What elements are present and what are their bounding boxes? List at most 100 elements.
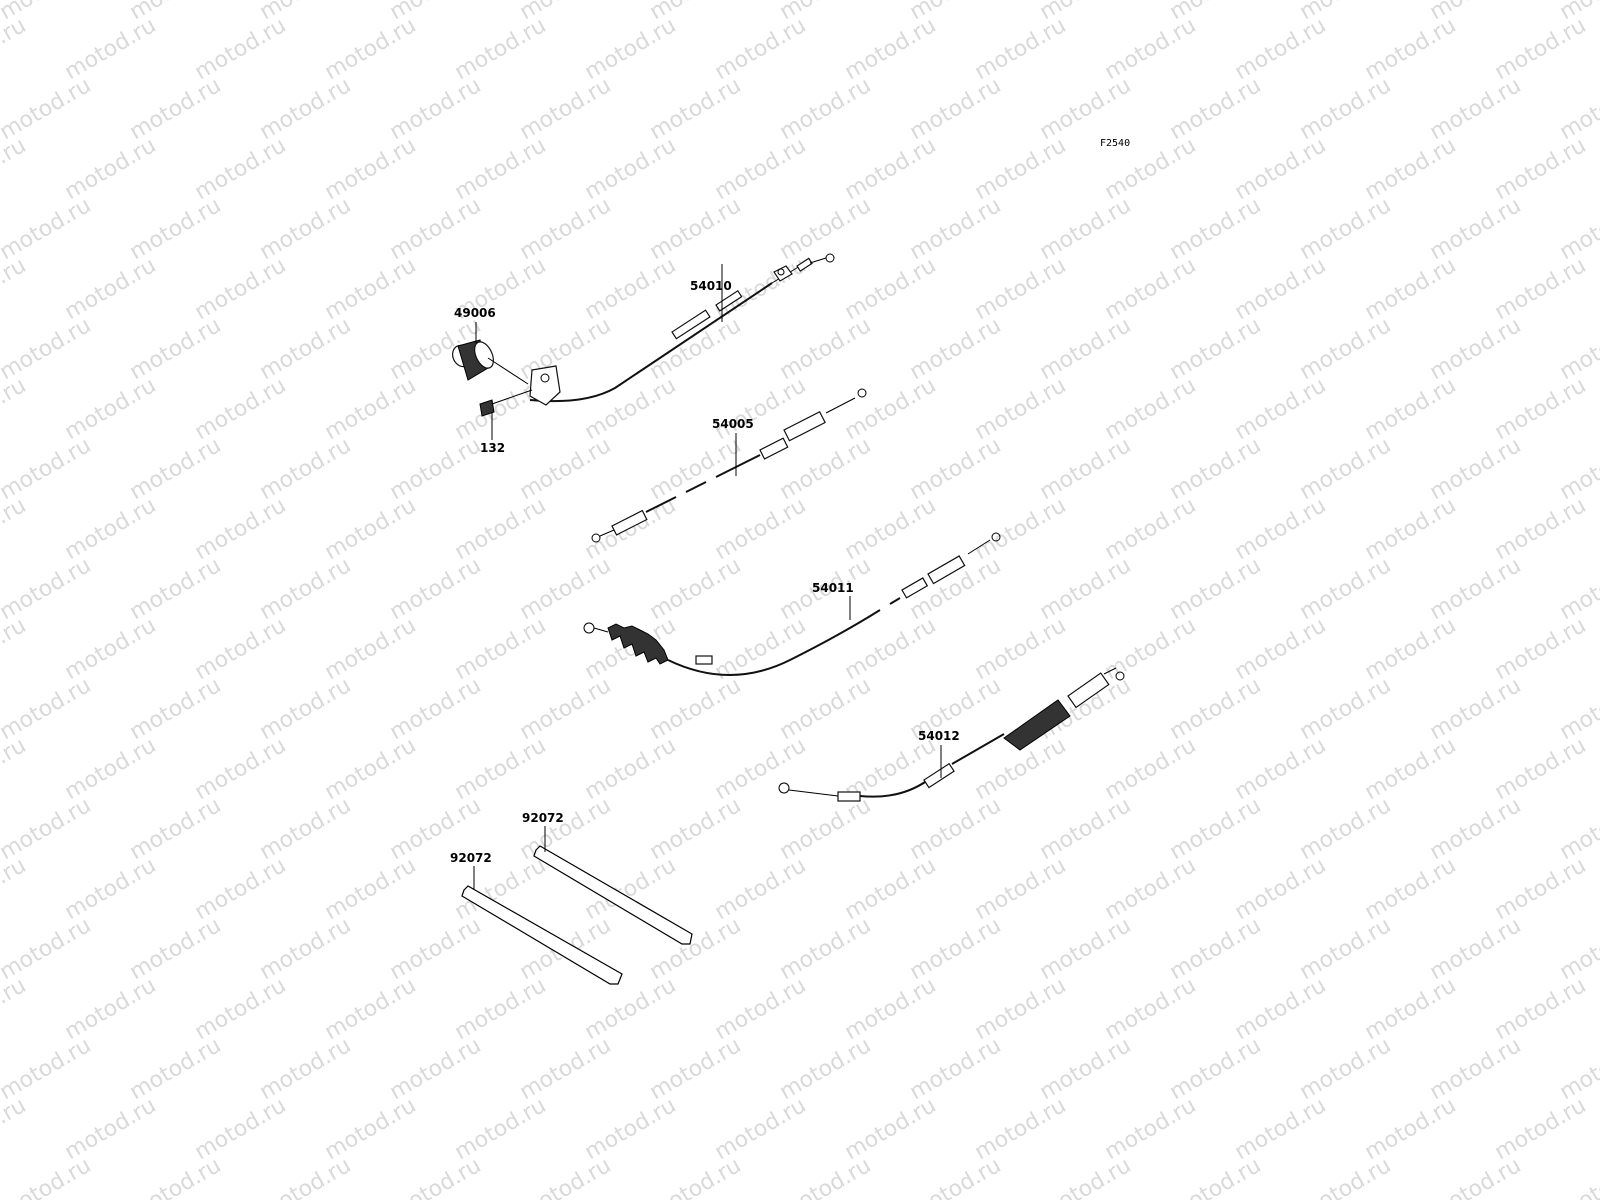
callout-54012: 54012 — [918, 729, 960, 743]
watermark-text: motod.ru — [1231, 13, 1331, 85]
watermark-text: motod.ru — [321, 733, 421, 805]
watermark-text: motod.ru — [1036, 193, 1136, 265]
watermark-text: motod.ru — [256, 1033, 356, 1105]
bolt-132 — [479, 389, 533, 417]
watermark-text: motod.ru — [1231, 253, 1331, 325]
watermark-text: motod.ru — [971, 253, 1071, 325]
watermark-text: motod.ru — [646, 73, 746, 145]
watermark-text: motod.ru — [1426, 673, 1526, 745]
watermark-text: motod.ru — [1231, 853, 1331, 925]
watermark-text: motod.ru — [841, 1093, 941, 1165]
watermark-text: motod.ru — [711, 13, 811, 85]
watermark-text: motod.ru — [256, 313, 356, 385]
watermark-text: motod.ru — [776, 1033, 876, 1105]
watermark-text: motod.ru — [126, 73, 226, 145]
watermark-text: motod.ru — [126, 193, 226, 265]
watermark-text: motod.ru — [516, 313, 616, 385]
watermark-text: motod.ru — [1166, 553, 1266, 625]
watermark-text: motod.ru — [191, 253, 291, 325]
watermark-text: motod.ru — [906, 73, 1006, 145]
watermark-text: motod.ru — [971, 13, 1071, 85]
watermark-text: motod.ru — [516, 193, 616, 265]
watermark-text: motod.ru — [191, 973, 291, 1045]
watermark-text: motod.ru — [61, 1093, 161, 1165]
watermark-text: motod.ru — [61, 253, 161, 325]
watermark-text: motod.ru — [0, 1093, 30, 1165]
callout-132: 132 — [480, 441, 505, 455]
watermark-text: motod.ru — [126, 673, 226, 745]
watermark-text: motod.ru — [581, 133, 681, 205]
watermark-text: motod.ru — [1231, 613, 1331, 685]
watermark-text: motod.ru — [1036, 793, 1136, 865]
callout-54011: 54011 — [812, 581, 854, 595]
watermark-text: motod.ru — [711, 133, 811, 205]
watermark-text: motod.ru — [971, 1093, 1071, 1165]
watermark-text: motod.ru — [906, 913, 1006, 985]
cable-54011 — [583, 532, 1001, 676]
watermark-text: motod.ru — [776, 193, 876, 265]
watermark-text: motod.ru — [516, 673, 616, 745]
watermark-text: motod.ru — [451, 493, 551, 565]
watermark-text: motod.ru — [1296, 793, 1396, 865]
watermark-text: motod.ru — [191, 493, 291, 565]
watermark-text: motod.ru — [1166, 913, 1266, 985]
watermark-text: motod.ru — [0, 733, 30, 805]
watermark-text: motod.ru — [191, 133, 291, 205]
callout-54005: 54005 — [712, 417, 754, 431]
watermark-text: motod.ru — [1036, 73, 1136, 145]
watermark-text: motod.ru — [1036, 433, 1136, 505]
watermark-text: motod.ru — [321, 253, 421, 325]
watermark-text: motod.ru — [386, 673, 486, 745]
watermark-text: motod.ru — [1491, 613, 1591, 685]
watermark-text: motod.ru — [1491, 853, 1591, 925]
watermark-text: motod.ru — [1296, 553, 1396, 625]
watermark-text: motod.ru — [386, 73, 486, 145]
watermark-text: motod.ru — [451, 613, 551, 685]
watermark-text: motod.ru — [321, 133, 421, 205]
watermark-text: motod.ru — [1101, 853, 1201, 925]
watermark-text: motod.ru — [1231, 1093, 1331, 1165]
watermark-text: motod.ru — [1361, 733, 1461, 805]
watermark-text: motod.ru — [1426, 313, 1526, 385]
watermark-text: motod.ru — [906, 793, 1006, 865]
leader-lines — [473, 264, 942, 890]
watermark-text: motod.ru — [61, 733, 161, 805]
watermark-text: motod.ru — [971, 493, 1071, 565]
watermark-text: motod.ru — [1296, 193, 1396, 265]
watermark-text: motod.ru — [906, 1033, 1006, 1105]
watermark-text: motod.ru — [1296, 433, 1396, 505]
watermark-text: motod.ru — [126, 913, 226, 985]
watermark-text: motod.ru — [1296, 73, 1396, 145]
cable-54005 — [591, 388, 867, 543]
watermark-text: motod.ru — [61, 373, 161, 445]
watermark-text: motod.ru — [0, 133, 30, 205]
watermark-text: motod.ru — [581, 493, 681, 565]
watermark-text: motod.ru — [711, 973, 811, 1045]
callout-49006: 49006 — [454, 306, 496, 320]
watermark-text: motod.ru — [1231, 493, 1331, 565]
watermark-text: motod.ru — [776, 313, 876, 385]
watermark-text: motod.ru — [0, 613, 30, 685]
watermark-text: motod.ru — [1361, 373, 1461, 445]
watermark-text: motod.ru — [906, 193, 1006, 265]
watermark-text: motod.ru — [1166, 193, 1266, 265]
watermark-text: motod.ru — [841, 253, 941, 325]
watermark-text: motod.ru — [61, 13, 161, 85]
watermark-text: motod.ru — [451, 13, 551, 85]
watermark-text: motod.ru — [1361, 853, 1461, 925]
watermark-text: motod.ru — [1231, 373, 1331, 445]
watermark-text: motod.ru — [256, 673, 356, 745]
watermark-text: motod.ru — [1361, 133, 1461, 205]
watermark-text: motod.ru — [321, 373, 421, 445]
watermark-text: motod.ru — [61, 613, 161, 685]
watermark-text: motod.ru — [321, 613, 421, 685]
watermark-text: motod.ru — [1036, 313, 1136, 385]
watermark-text: motod.ru — [1491, 13, 1591, 85]
cable-54012 — [778, 667, 1125, 802]
watermark-text: motod.ru — [256, 1153, 356, 1200]
watermark-text: motod.ru — [516, 433, 616, 505]
watermark-text: motod.ru — [0, 493, 30, 565]
watermark-text: motod.ru — [1296, 913, 1396, 985]
watermark-text: motod.ru — [776, 673, 876, 745]
